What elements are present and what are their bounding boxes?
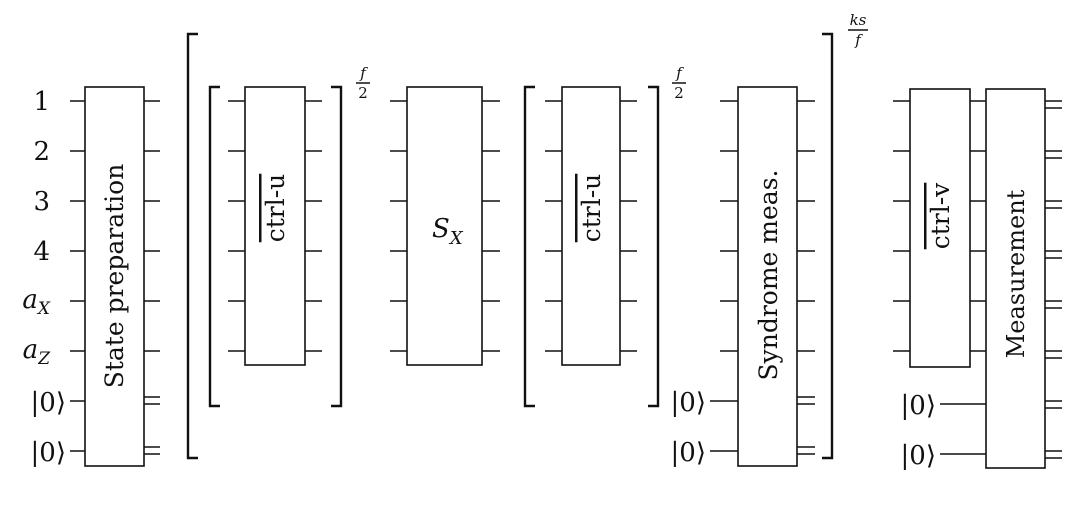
syndrome-measurement-label: Syndrome meas. (754, 170, 783, 381)
ctrl-v-label: ctrl-v (926, 182, 955, 249)
wire-label-2: 2 (33, 137, 50, 167)
wire-label-ancilla-2: |0⟩ (31, 438, 66, 468)
exponent-outer-num: ks (850, 11, 867, 29)
exponent-half-2-num: f (675, 64, 684, 82)
ket-zero-syndrome-2: |0⟩ (671, 438, 706, 468)
exponent-outer-den: f (854, 31, 863, 49)
exponent-half-1-den: 2 (358, 84, 368, 102)
exponent-half-2: f 2 (672, 64, 686, 102)
wire-label-ancilla-1: |0⟩ (31, 388, 66, 418)
ket-zero-measure-2: |0⟩ (901, 441, 936, 471)
ket-zero-labels: |0⟩ |0⟩ |0⟩ |0⟩ (671, 388, 936, 471)
ket-zero-measure-1: |0⟩ (901, 391, 936, 421)
wire-label-az: aZ (23, 335, 52, 369)
state-preparation-gate: State preparation (84, 86, 145, 467)
inner-left-bracket-1 (208, 85, 220, 408)
wire-label-3: 3 (33, 187, 50, 217)
brackets (186, 32, 834, 460)
ctrl-u-gate-1: ctrl-u (244, 86, 306, 366)
exponent-half-2-den: 2 (674, 84, 684, 102)
wire-label-1: 1 (33, 87, 50, 117)
s-x-gate: SX (406, 86, 483, 366)
inner-left-bracket-2 (523, 85, 535, 408)
exponent-half-1: f 2 (356, 64, 370, 102)
ctrl-u-label-2: ctrl-u (577, 174, 606, 243)
s-x-label: SX (432, 214, 464, 249)
outer-left-bracket (186, 32, 198, 460)
exponent-half-1-num: f (359, 64, 368, 82)
syndrome-measurement-gate: Syndrome meas. (737, 86, 798, 467)
ctrl-v-gate: ctrl-v (909, 88, 971, 368)
wire-labels: 1 2 3 4 aX aZ |0⟩ |0⟩ (22, 87, 66, 468)
exponent-outer: ks f (848, 11, 868, 49)
wire-label-4: 4 (33, 237, 50, 267)
ket-zero-syndrome-1: |0⟩ (671, 388, 706, 418)
ctrl-u-label-1: ctrl-u (261, 174, 290, 243)
outer-right-bracket (822, 32, 834, 460)
measurement-label: Measurement (1002, 189, 1030, 358)
measurement-gate: Measurement (985, 88, 1046, 469)
ctrl-u-gate-2: ctrl-u (561, 86, 621, 366)
inner-right-bracket-1 (331, 85, 343, 408)
inner-right-bracket-2 (648, 85, 660, 408)
state-preparation-label: State preparation (100, 164, 129, 389)
wires (70, 100, 1062, 459)
wire-label-ax: aX (22, 285, 51, 319)
